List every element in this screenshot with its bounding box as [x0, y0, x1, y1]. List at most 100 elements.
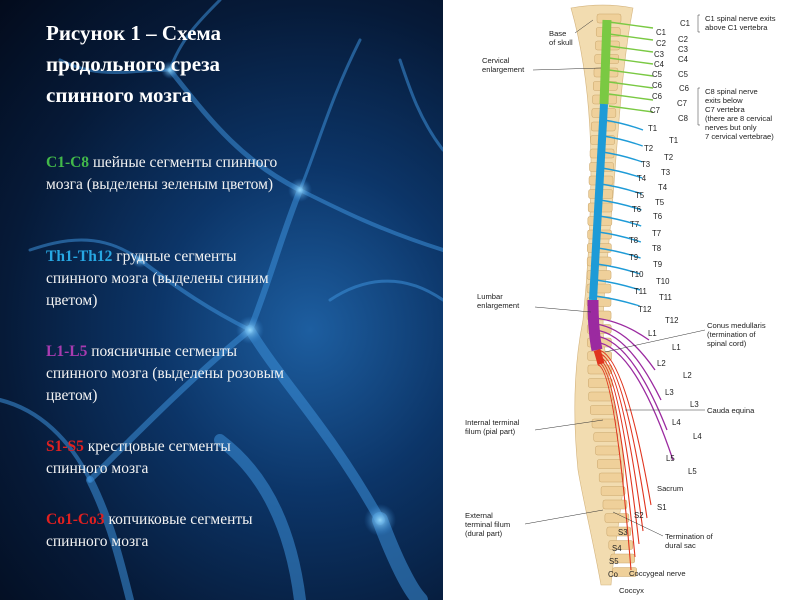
seg-T12a: T12 [638, 305, 651, 314]
seg-C7a: C7 [650, 106, 660, 115]
seg-T9a: T9 [629, 253, 638, 262]
label-c8-exits-6: 7 cervical vertebrae) [705, 132, 774, 141]
seg-S2: S2 [634, 511, 644, 520]
label-termination-1: Termination of [665, 532, 714, 541]
tag-thoracic: Th1-Th12 [46, 248, 112, 265]
tag-sacral: S1-S5 [46, 438, 84, 455]
spinal-cord-svg: Base of skull Cervical enlargement C1 sp… [443, 0, 800, 600]
vertebra-body [590, 406, 614, 415]
seg-C3b: C3 [678, 45, 688, 54]
seg-T12b: T12 [665, 316, 678, 325]
seg-T7b: T7 [652, 229, 661, 238]
vertebra-body [592, 419, 616, 428]
seg-S1: S1 [657, 503, 667, 512]
seg-C1b: C1 [656, 28, 666, 37]
label-conus-3: spinal cord) [707, 339, 747, 348]
seg-C8: C8 [678, 114, 688, 123]
vertebra-body [597, 460, 621, 469]
seg-T5b: T5 [655, 198, 665, 207]
label-c8-exits-1: C8 spinal nerve [705, 87, 758, 96]
label-c1-exits-2: above C1 vertebra [705, 23, 768, 32]
label-base-of-skull-2: of skull [549, 38, 573, 47]
paragraph-coccygeal: Co1-Co3 копчиковые сегменты спинного моз… [46, 509, 296, 553]
seg-C6b2: C6 [679, 84, 689, 93]
paragraph-cervical: C1-C8 шейные сегменты спинного мозга (вы… [46, 152, 296, 196]
label-internal-filum-1: Internal terminal [465, 418, 520, 427]
label-conus-2: (termination of [707, 330, 756, 339]
seg-T2b: T2 [664, 153, 673, 162]
seg-C4a: C4 [654, 60, 665, 69]
seg-C2b: C2 [678, 35, 688, 44]
seg-L2b: L2 [683, 371, 692, 380]
seg-C5b: C5 [678, 70, 689, 79]
label-cauda-equina: Cauda equina [707, 406, 755, 415]
seg-T11a: T11 [634, 287, 647, 296]
seg-T3a: T3 [641, 160, 650, 169]
seg-T8b: T8 [652, 244, 661, 253]
seg-L4a: L4 [672, 418, 681, 427]
seg-C1a: C1 [680, 19, 690, 28]
seg-T6b: T6 [653, 212, 662, 221]
seg-C3a: C3 [654, 50, 664, 59]
label-conus-1: Conus medullaris [707, 321, 766, 330]
seg-T10b: T10 [656, 277, 670, 286]
seg-T8a: T8 [629, 236, 638, 245]
seg-T2a: T2 [644, 144, 653, 153]
label-coccyx: Coccyx [619, 586, 644, 595]
vertebra-body [596, 446, 620, 455]
label-base-of-skull-1: Base [549, 29, 566, 38]
seg-L5b: L5 [688, 467, 697, 476]
label-sacrum: Sacrum [657, 484, 683, 493]
vertebra-body [594, 433, 618, 442]
seg-T7a: T7 [630, 220, 639, 229]
seg-S4: S4 [612, 544, 622, 553]
seg-L3b: L3 [690, 400, 699, 409]
seg-L4b: L4 [693, 432, 702, 441]
spinal-cord-diagram: Base of skull Cervical enlargement C1 sp… [443, 0, 800, 600]
label-external-filum-2: terminal filum [465, 520, 510, 529]
seg-C2a: C2 [656, 39, 666, 48]
seg-T4b: T4 [658, 183, 668, 192]
seg-T11b: T11 [659, 293, 672, 302]
seg-Co: Co [608, 570, 619, 579]
vertebra-body [589, 392, 613, 401]
label-c8-exits-3: C7 vertebra [705, 105, 745, 114]
vertebra-body [603, 500, 627, 509]
left-text-panel: Рисунок 1 – Схема продольного среза спин… [0, 0, 443, 600]
vertebra-body [599, 473, 623, 482]
label-lumbar-2: enlargement [477, 301, 520, 310]
seg-T6a: T6 [632, 205, 641, 214]
seg-C4b: C4 [678, 55, 689, 64]
slide-title: Рисунок 1 – Схема продольного среза спин… [46, 18, 306, 111]
seg-T1b: T1 [669, 136, 678, 145]
label-c1-exits-1: C1 spinal nerve exits [705, 14, 776, 23]
seg-T5a: T5 [635, 191, 645, 200]
paragraph-lumbar: L1-L5 поясничные сегменты спинного мозга… [46, 341, 296, 407]
seg-T4a: T4 [637, 174, 647, 183]
tag-lumbar: L1-L5 [46, 343, 87, 360]
seg-L1a: L1 [648, 329, 657, 338]
label-termination-2: dural sac [665, 541, 696, 550]
label-external-filum-1: External [465, 511, 493, 520]
tag-cervical: C1-C8 [46, 154, 89, 171]
vertebra-body [601, 487, 625, 496]
seg-S3: S3 [618, 528, 628, 537]
label-cervical-2: enlargement [482, 65, 525, 74]
seg-T3b: T3 [661, 168, 670, 177]
label-lumbar-1: Lumbar [477, 292, 503, 301]
seg-L3a: L3 [665, 388, 674, 397]
seg-T9b: T9 [653, 260, 662, 269]
label-c8-exits-5: nerves but only [705, 123, 757, 132]
label-coccygeal-nerve: Coccygeal nerve [629, 569, 686, 578]
seg-T10a: T10 [630, 270, 644, 279]
seg-C6b: C6 [652, 92, 662, 101]
label-internal-filum-2: filum (pial part) [465, 427, 516, 436]
seg-L1b: L1 [672, 343, 681, 352]
cervical-segment [604, 20, 607, 104]
label-c8-exits-4: (there are 8 cervical [705, 114, 772, 123]
seg-C5a: C5 [652, 70, 663, 79]
label-cervical-1: Cervical [482, 56, 510, 65]
seg-S5: S5 [609, 557, 619, 566]
label-c8-exits-2: exits below [705, 96, 743, 105]
seg-C6a: C6 [652, 81, 662, 90]
